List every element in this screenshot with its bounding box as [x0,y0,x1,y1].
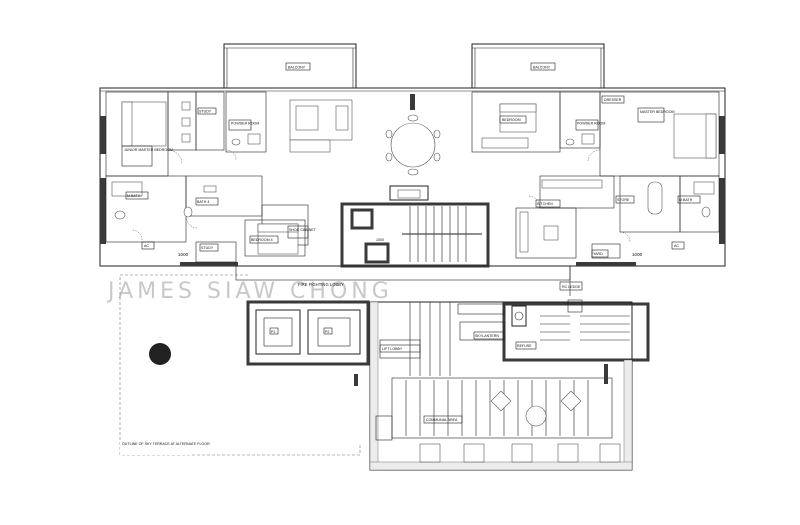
label-communal-area: COMMUNAL AREA [426,418,458,422]
outline-note: OUTLINE OF SKY TERRACE AT ALTERNATE FLOO… [122,442,210,446]
balcony-left-label: BALCONY [288,66,306,70]
label-powder-room-right: POWDER ROOM [577,122,605,126]
label-skylantern: SKYLANTERN [475,334,499,338]
left-wing [105,91,309,263]
dim-mid: 1000 [376,238,384,242]
label-fire-fighting-lobby: FIRE FIGHTING LOBBY [298,282,344,287]
dim-left: 1000 [178,252,189,257]
sky-terrace-outline: OUTLINE OF SKY TERRACE AT ALTERNATE FLOO… [119,274,361,456]
label-m-bath-left: M.BATH [127,194,141,198]
communal-deck [354,301,633,471]
label-master-bedroom: MASTER BEDROOM [640,110,675,114]
lift-block [246,300,370,366]
label-junior-master-bedroom: JUNIOR MASTER BEDROOM [124,148,173,152]
label-lift-lobby: LIFT LOBBY [382,347,403,351]
label-kitchen: KITCHEN [537,202,553,206]
fire-lobby-strip [235,265,571,296]
central-core [340,185,490,268]
label-dresser: DRESSER [604,98,622,102]
right-service-core [502,281,650,362]
watermark-text: JAMES SIAW CHONG [106,279,393,304]
label-shoe-cabinet: SHOE CABINET [289,228,317,232]
label-study-left: STUDY [201,246,214,250]
balcony-left: BALCONY [223,43,357,89]
label-store: STORE [617,198,630,202]
dim-right: 1000 [632,252,643,257]
label-m-bath-right: M.BATH [679,198,693,202]
label-bedroom-right: BEDROOM [502,118,521,122]
label-ac-right: AC [674,244,679,248]
balcony-right: BALCONY [471,43,605,89]
label-rc-ledge: RC LEDGE [562,285,581,289]
label-refuse: REFUSE [517,344,532,348]
column-marker [149,343,171,365]
label-bath-4: BATH 4 [197,200,209,204]
label-lift-right: P2 [325,330,329,334]
label-lift-left: P1 [271,330,275,334]
label-bedroom-4: BEDROOM 4 [251,238,273,242]
apartment-shell [99,87,726,267]
stair-right [540,315,630,341]
label-ac-left: AC [144,244,149,248]
label-yard: YARD [593,252,603,256]
right-wing [471,91,720,259]
label-powder-room-left: POWDER ROOM [231,122,259,126]
label-study-top: STUDY [199,110,212,114]
balcony-right-label: BALCONY [533,66,551,70]
stair-core [402,206,482,262]
room-labels: STUDY POWDER ROOM JUNIOR MASTER BEDROOM … [121,95,701,424]
living-dining [289,99,441,176]
